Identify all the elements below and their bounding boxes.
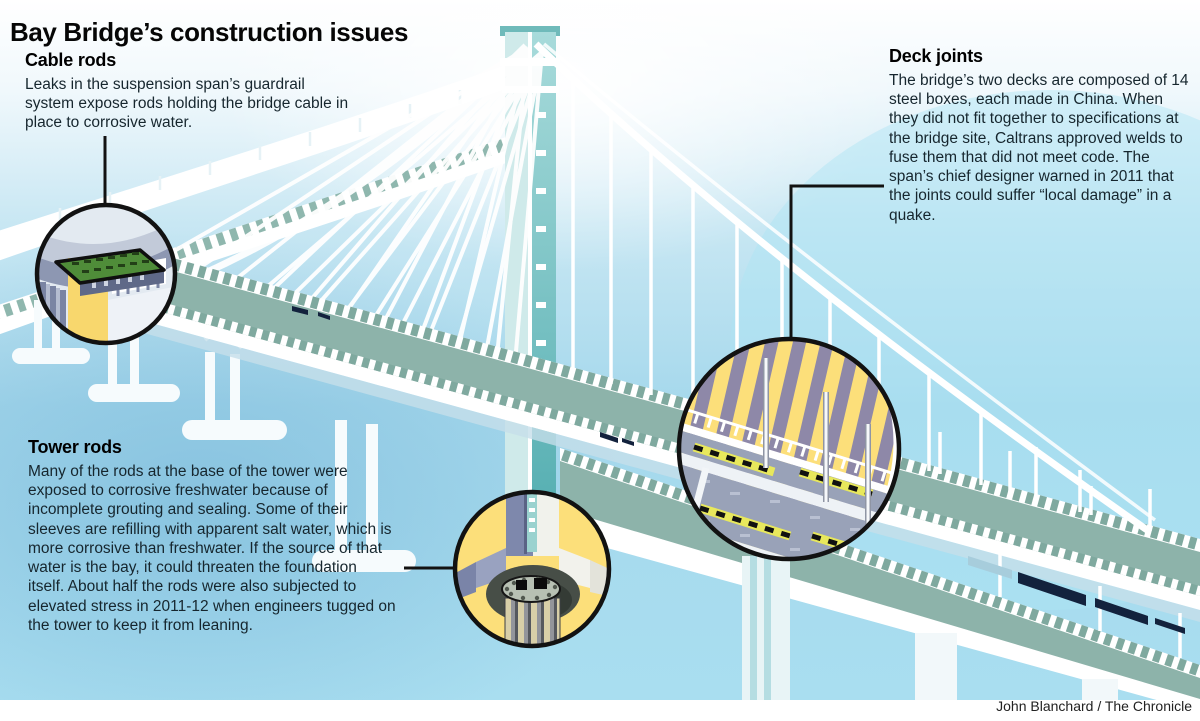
callout-deck-joints: Deck joints The bridge’s two decks are c… <box>889 46 1189 225</box>
callout-tower-rods-heading: Tower rods <box>28 437 122 457</box>
callout-deck-joints-heading: Deck joints <box>889 46 983 66</box>
rod-grate-dots <box>72 252 149 273</box>
credit-line: John Blanchard / The Chronicle <box>996 698 1192 714</box>
viaduct-piers <box>12 300 416 572</box>
inset-tower-rods-detail <box>455 492 609 646</box>
suspension-cables <box>533 41 1157 535</box>
inset-light-posts <box>763 358 871 528</box>
inset-deck-joints-detail <box>679 339 899 559</box>
callout-cable-rods: Cable rods Leaks in the suspension span’… <box>25 50 355 133</box>
callout-tower-rods-body: Many of the rods at the base of the towe… <box>28 463 396 634</box>
deck-light-posts <box>938 432 1152 531</box>
callout-deck-joints-body: The bridge’s two decks are composed of 1… <box>889 72 1189 224</box>
callout-cable-rods-heading: Cable rods <box>25 50 117 70</box>
inset-cable-rods-detail <box>37 205 175 343</box>
leader-lines <box>103 136 884 570</box>
far-deck <box>140 249 1200 622</box>
callout-cable-rods-body: Leaks in the suspension span’s guardrail… <box>25 76 349 132</box>
leader-deck-joints <box>789 184 884 339</box>
callout-tower-rods: Tower rods Many of the rods at the base … <box>28 437 396 635</box>
vehicles <box>292 306 1185 634</box>
deck-piers <box>742 556 1118 702</box>
page-title: Bay Bridge’s construction issues <box>10 17 409 48</box>
credit-strip <box>0 700 1200 721</box>
